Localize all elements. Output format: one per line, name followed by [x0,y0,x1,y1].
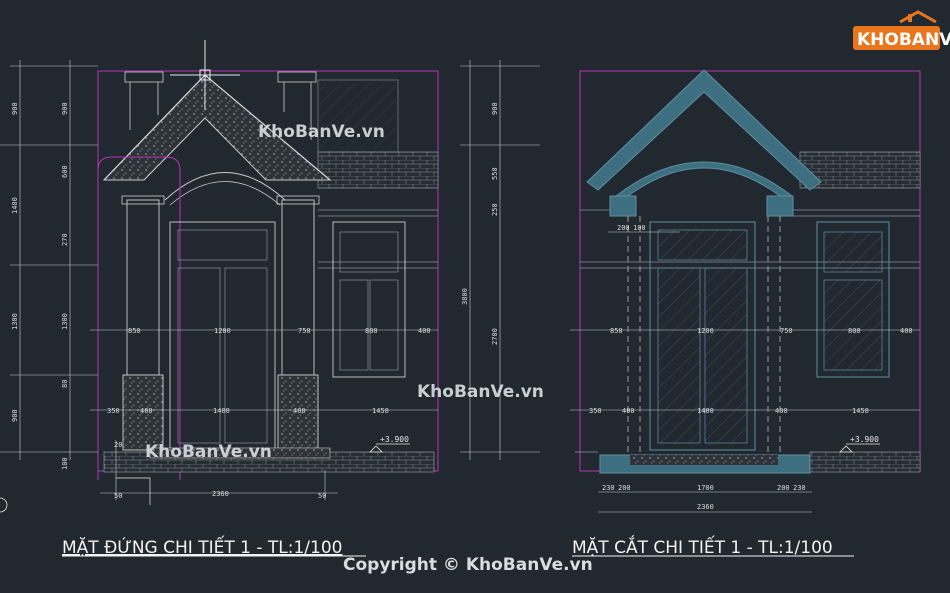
right-level-label: +3.900 [850,435,879,444]
left-dim2-400a: 400 [140,407,153,415]
right-vdim-250: 250 [491,203,499,216]
right-arch-beam [614,161,794,197]
right-dim2-400b: 400 [775,407,788,415]
right-section: +3.900 850 1200 750 800 400 350 400 1400… [460,60,921,558]
left-dim-400: 400 [418,327,431,335]
left-vdim2-1300: 1300 [61,313,69,330]
right-roof-section [586,69,822,191]
left-vdim2-100: 100 [61,457,69,470]
right-title: MẶT CẮT CHI TIẾT 1 - TL:1/100 [572,534,833,558]
right-bottom-230a: 230 [602,484,615,492]
left-vdim-1300: 1300 [11,313,19,330]
left-dim2-1400: 1400 [213,407,230,415]
logo-text: KHOBANVE [857,30,950,50]
left-vdim2-900: 900 [61,102,69,115]
right-dim2-350: 350 [589,407,602,415]
watermark-1: KhoBanVe.vn [258,122,385,142]
right-dim2-1450: 1450 [852,407,869,415]
right-bottom-200b: 200 [777,484,790,492]
left-small-20: 20 [114,441,122,449]
left-dim2-1450: 1450 [372,407,389,415]
left-vdim-900b: 900 [11,409,19,422]
left-vdim2-270: 270 [61,233,69,246]
right-bottom-2360: 2360 [697,503,714,511]
left-dim-850: 850 [128,327,141,335]
left-vdim-900a: 900 [11,102,19,115]
khobanve-logo: KHOBANVE [853,10,950,50]
right-vdim-2700: 2700 [491,328,499,345]
left-bottom-50a: 50 [114,492,122,500]
right-dim-750: 750 [780,327,793,335]
right-door [649,221,756,451]
left-elevation: +3.900 850 1200 750 800 400 350 400 1400… [0,40,439,558]
left-cornice [317,151,439,189]
left-window [332,221,406,378]
right-top-200: 200 [617,224,630,232]
left-vdim2-80: 80 [61,380,69,388]
left-level-label: +3.900 [380,435,409,444]
left-column-2 [281,199,315,376]
left-dim-1200: 1200 [214,327,231,335]
right-dim2-400a: 400 [622,407,635,415]
right-dim-850: 850 [610,327,623,335]
right-vdim-3800: 3800 [461,288,469,305]
right-vdim-900: 900 [491,102,499,115]
watermark-3: KhoBanVe.vn [145,442,272,462]
right-top-100: 100 [633,224,646,232]
right-vdim-550: 550 [491,167,499,180]
left-vdim2-600: 600 [61,165,69,178]
left-bottom-50b: 50 [318,492,326,500]
right-bottom-1700: 1700 [697,484,714,492]
left-title: MẶT ĐỨNG CHI TIẾT 1 - TL:1/100 [62,534,342,558]
left-door [169,221,276,451]
left-vdim-1400: 1400 [11,197,19,214]
right-bottom-230b: 230 [793,484,806,492]
left-dim-800: 800 [365,327,378,335]
left-bottom-2360: 2360 [212,490,229,498]
copyright-text: Copyright © KhoBanVe.vn [343,555,593,575]
right-bottom-200a: 200 [618,484,631,492]
left-dim2-350: 350 [107,407,120,415]
left-column-1 [126,199,160,376]
right-dim-800: 800 [848,327,861,335]
right-dim-400: 400 [900,327,913,335]
logo-badge [853,26,940,50]
left-dim2-400b: 400 [293,407,306,415]
left-dim-750: 750 [298,327,311,335]
right-dim-1200: 1200 [697,327,714,335]
right-window [816,221,890,378]
watermark-2: KhoBanVe.vn [417,382,544,402]
right-dim2-1400: 1400 [697,407,714,415]
